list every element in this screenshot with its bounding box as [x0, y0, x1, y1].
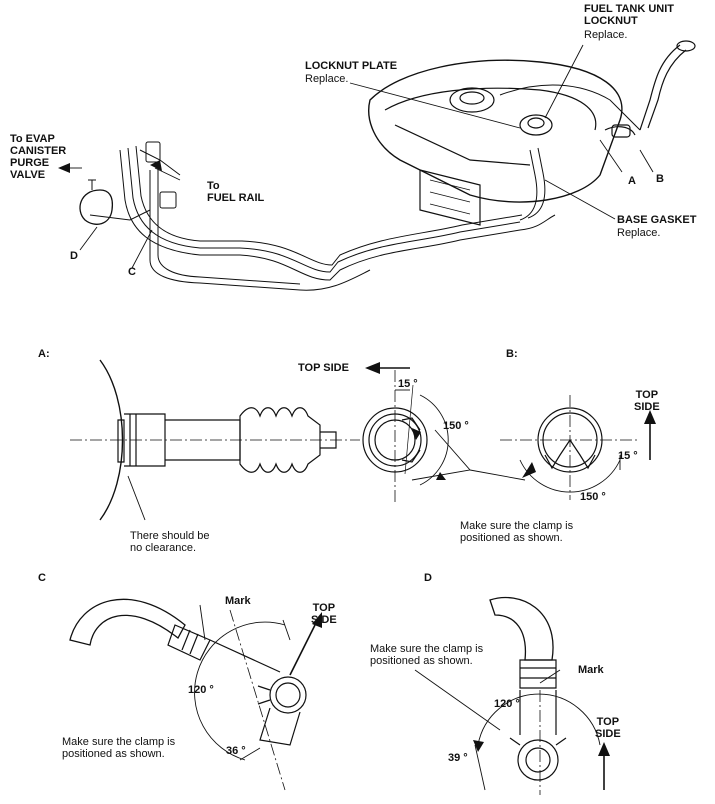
callout-a: A: [628, 175, 636, 187]
detail-d-clamp-note: Make sure the clamp is positioned as sho…: [370, 643, 484, 667]
detail-a-arrows: [365, 362, 421, 440]
detail-c-mark: Mark: [225, 595, 251, 607]
fuel-tank-unit-locknut-note: Replace.: [584, 29, 628, 41]
to-evap-label: To EVAP CANISTER PURGE VALVE: [10, 133, 67, 181]
detail-b-arrows: [436, 410, 656, 480]
detail-a-angle-150: 150 °: [443, 420, 469, 432]
detail-d-angle-120: 120 °: [494, 698, 520, 710]
base-gasket-label: BASE GASKET: [617, 214, 697, 226]
detail-b-top-side: TOP SIDE: [634, 389, 660, 413]
fuel-tank-unit-locknut-label: FUEL TANK UNIT LOCKNUT: [584, 3, 675, 27]
base-gasket-note: Replace.: [617, 227, 661, 239]
detail-ab-clamp-note: Make sure the clamp is positioned as sho…: [460, 520, 574, 544]
detail-a-angle-15: 15 °: [398, 378, 418, 390]
callout-d: D: [70, 250, 78, 262]
detail-b-title: B:: [506, 348, 518, 360]
detail-b-angle-150: 150 °: [580, 491, 606, 503]
detail-d-top-side: TOP SIDE: [595, 716, 621, 740]
detail-c-angle-120: 120 °: [188, 684, 214, 696]
detail-d-artwork: [414, 596, 605, 795]
detail-b-artwork: [500, 395, 651, 500]
fuel-line-bundle: [79, 141, 556, 291]
detail-a-title: A:: [38, 348, 50, 360]
detail-b-angle-15: 15 °: [618, 450, 638, 462]
detail-a-artwork: [70, 359, 526, 521]
fuel-tank-illustration: [368, 40, 696, 226]
detail-c-clamp-note: Make sure the clamp is positioned as sho…: [62, 736, 176, 760]
to-fuel-rail-label: To FUEL RAIL: [207, 180, 265, 204]
detail-a-top-side: TOP SIDE: [298, 362, 349, 374]
locknut-plate-label: LOCKNUT PLATE: [305, 60, 398, 72]
detail-d-title: D: [424, 572, 432, 584]
detail-d-arrows: [473, 740, 610, 756]
detail-c-artwork: [69, 598, 316, 791]
detail-d-angle-39: 39 °: [448, 752, 468, 764]
detail-c-title: C: [38, 572, 46, 584]
detail-c-arrows: [312, 612, 322, 628]
detail-a-clearance-note: There should be no clearance.: [130, 530, 210, 554]
top-leader-arrows: [58, 160, 162, 173]
callout-b: B: [656, 173, 664, 185]
detail-c-top-side: TOP SIDE: [311, 602, 337, 626]
callout-c: C: [128, 266, 136, 278]
top-leader-lines: [70, 44, 654, 269]
locknut-plate-note: Replace.: [305, 73, 349, 85]
detail-d-mark: Mark: [578, 664, 604, 676]
detail-c-angle-36: 36 °: [226, 745, 246, 757]
